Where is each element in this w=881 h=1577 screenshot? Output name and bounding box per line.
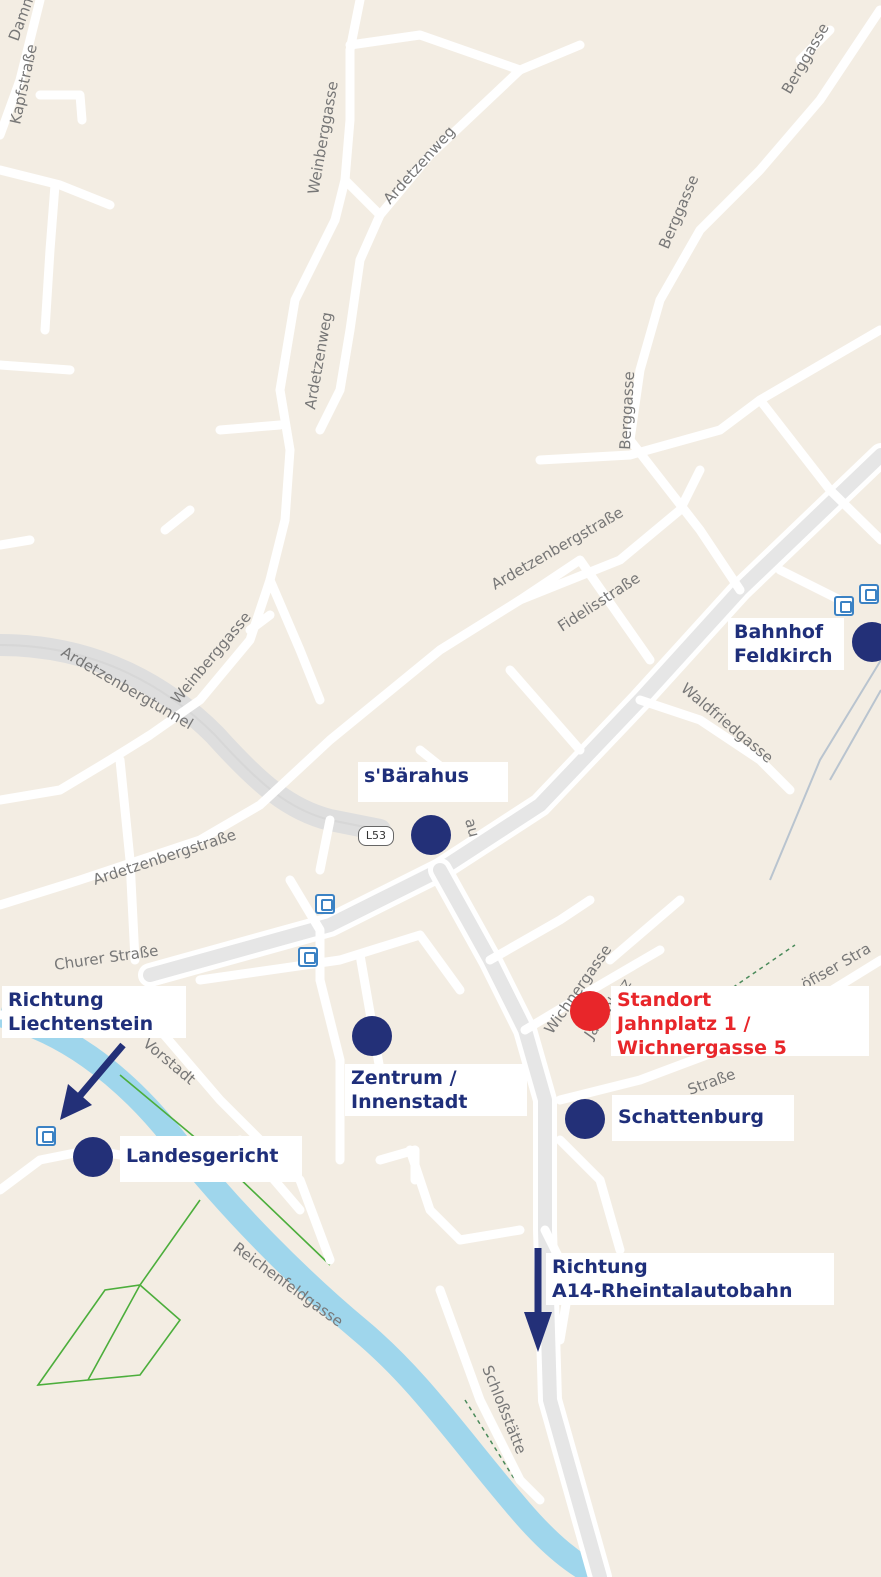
label-line: Jahnplatz 1 /: [617, 1013, 751, 1035]
street-label: Ardetzenbergstraße: [91, 826, 239, 889]
poi-marker-landesgericht[interactable]: [73, 1137, 113, 1177]
label-landesgericht: Landesgericht: [120, 1136, 302, 1182]
arrow-icon: [524, 1248, 552, 1352]
poi-marker-baerahus[interactable]: [411, 815, 451, 855]
street-label: Weinberggasse: [304, 80, 342, 196]
road-number-badge: L53: [358, 826, 394, 846]
bus-stop-icon[interactable]: [298, 947, 318, 967]
label-zentrum: Zentrum / Innenstadt: [345, 1064, 527, 1116]
street-label: Berggasse: [616, 371, 638, 450]
poi-marker-bahnhof[interactable]: [852, 622, 881, 662]
label-richtung-autobahn: Richtung A14-Rheintalautobahn: [546, 1253, 834, 1305]
label-bahnhof: Bahnhof Feldkirch: [728, 618, 844, 670]
label-line: Landesgericht: [126, 1145, 279, 1167]
poi-marker-schattenburg[interactable]: [565, 1099, 605, 1139]
bus-stop-icon[interactable]: [859, 584, 879, 604]
rail-lines: [769, 659, 881, 881]
label-line: A14-Rheintalautobahn: [552, 1280, 793, 1302]
label-line: Feldkirch: [734, 645, 833, 667]
label-line: Zentrum /: [351, 1067, 457, 1089]
label-line: Richtung: [8, 989, 104, 1011]
poi-marker-standort[interactable]: [570, 991, 610, 1031]
label-schattenburg: Schattenburg: [612, 1095, 794, 1141]
label-line: Innenstadt: [351, 1091, 468, 1113]
label-line: Richtung: [552, 1256, 648, 1278]
label-text: s'Bärahus: [364, 765, 469, 787]
bus-stop-icon[interactable]: [36, 1126, 56, 1146]
street-label: Ardetzenweg: [301, 311, 336, 411]
green-paths: [36, 1074, 331, 1386]
label-line: Wichnergasse 5: [617, 1037, 787, 1059]
street-label: Ardetzenweg: [380, 122, 459, 207]
label-line: Liechtenstein: [8, 1013, 154, 1035]
minor-roads: [0, 0, 881, 1505]
poi-marker-zentrum[interactable]: [352, 1016, 392, 1056]
street-label: Kapfstraße: [6, 43, 41, 126]
arrow-icon: [60, 1042, 126, 1120]
label-richtung-liechtenstein: Richtung Liechtenstein: [2, 986, 186, 1038]
label-baerahus: s'Bärahus: [358, 762, 508, 802]
river: [0, 1003, 606, 1577]
label-line: Bahnhof: [734, 621, 824, 643]
label-standort: Standort Jahnplatz 1 / Wichnergasse 5: [611, 986, 869, 1059]
street-label: au: [461, 816, 483, 839]
bus-stop-icon[interactable]: [834, 596, 854, 616]
label-line: Schattenburg: [618, 1106, 764, 1128]
street-label: Waldfriedgasse: [677, 679, 776, 767]
bus-stop-icon[interactable]: [315, 894, 335, 914]
street-label: Straße: [685, 1065, 738, 1099]
label-line: Standort: [617, 989, 712, 1011]
